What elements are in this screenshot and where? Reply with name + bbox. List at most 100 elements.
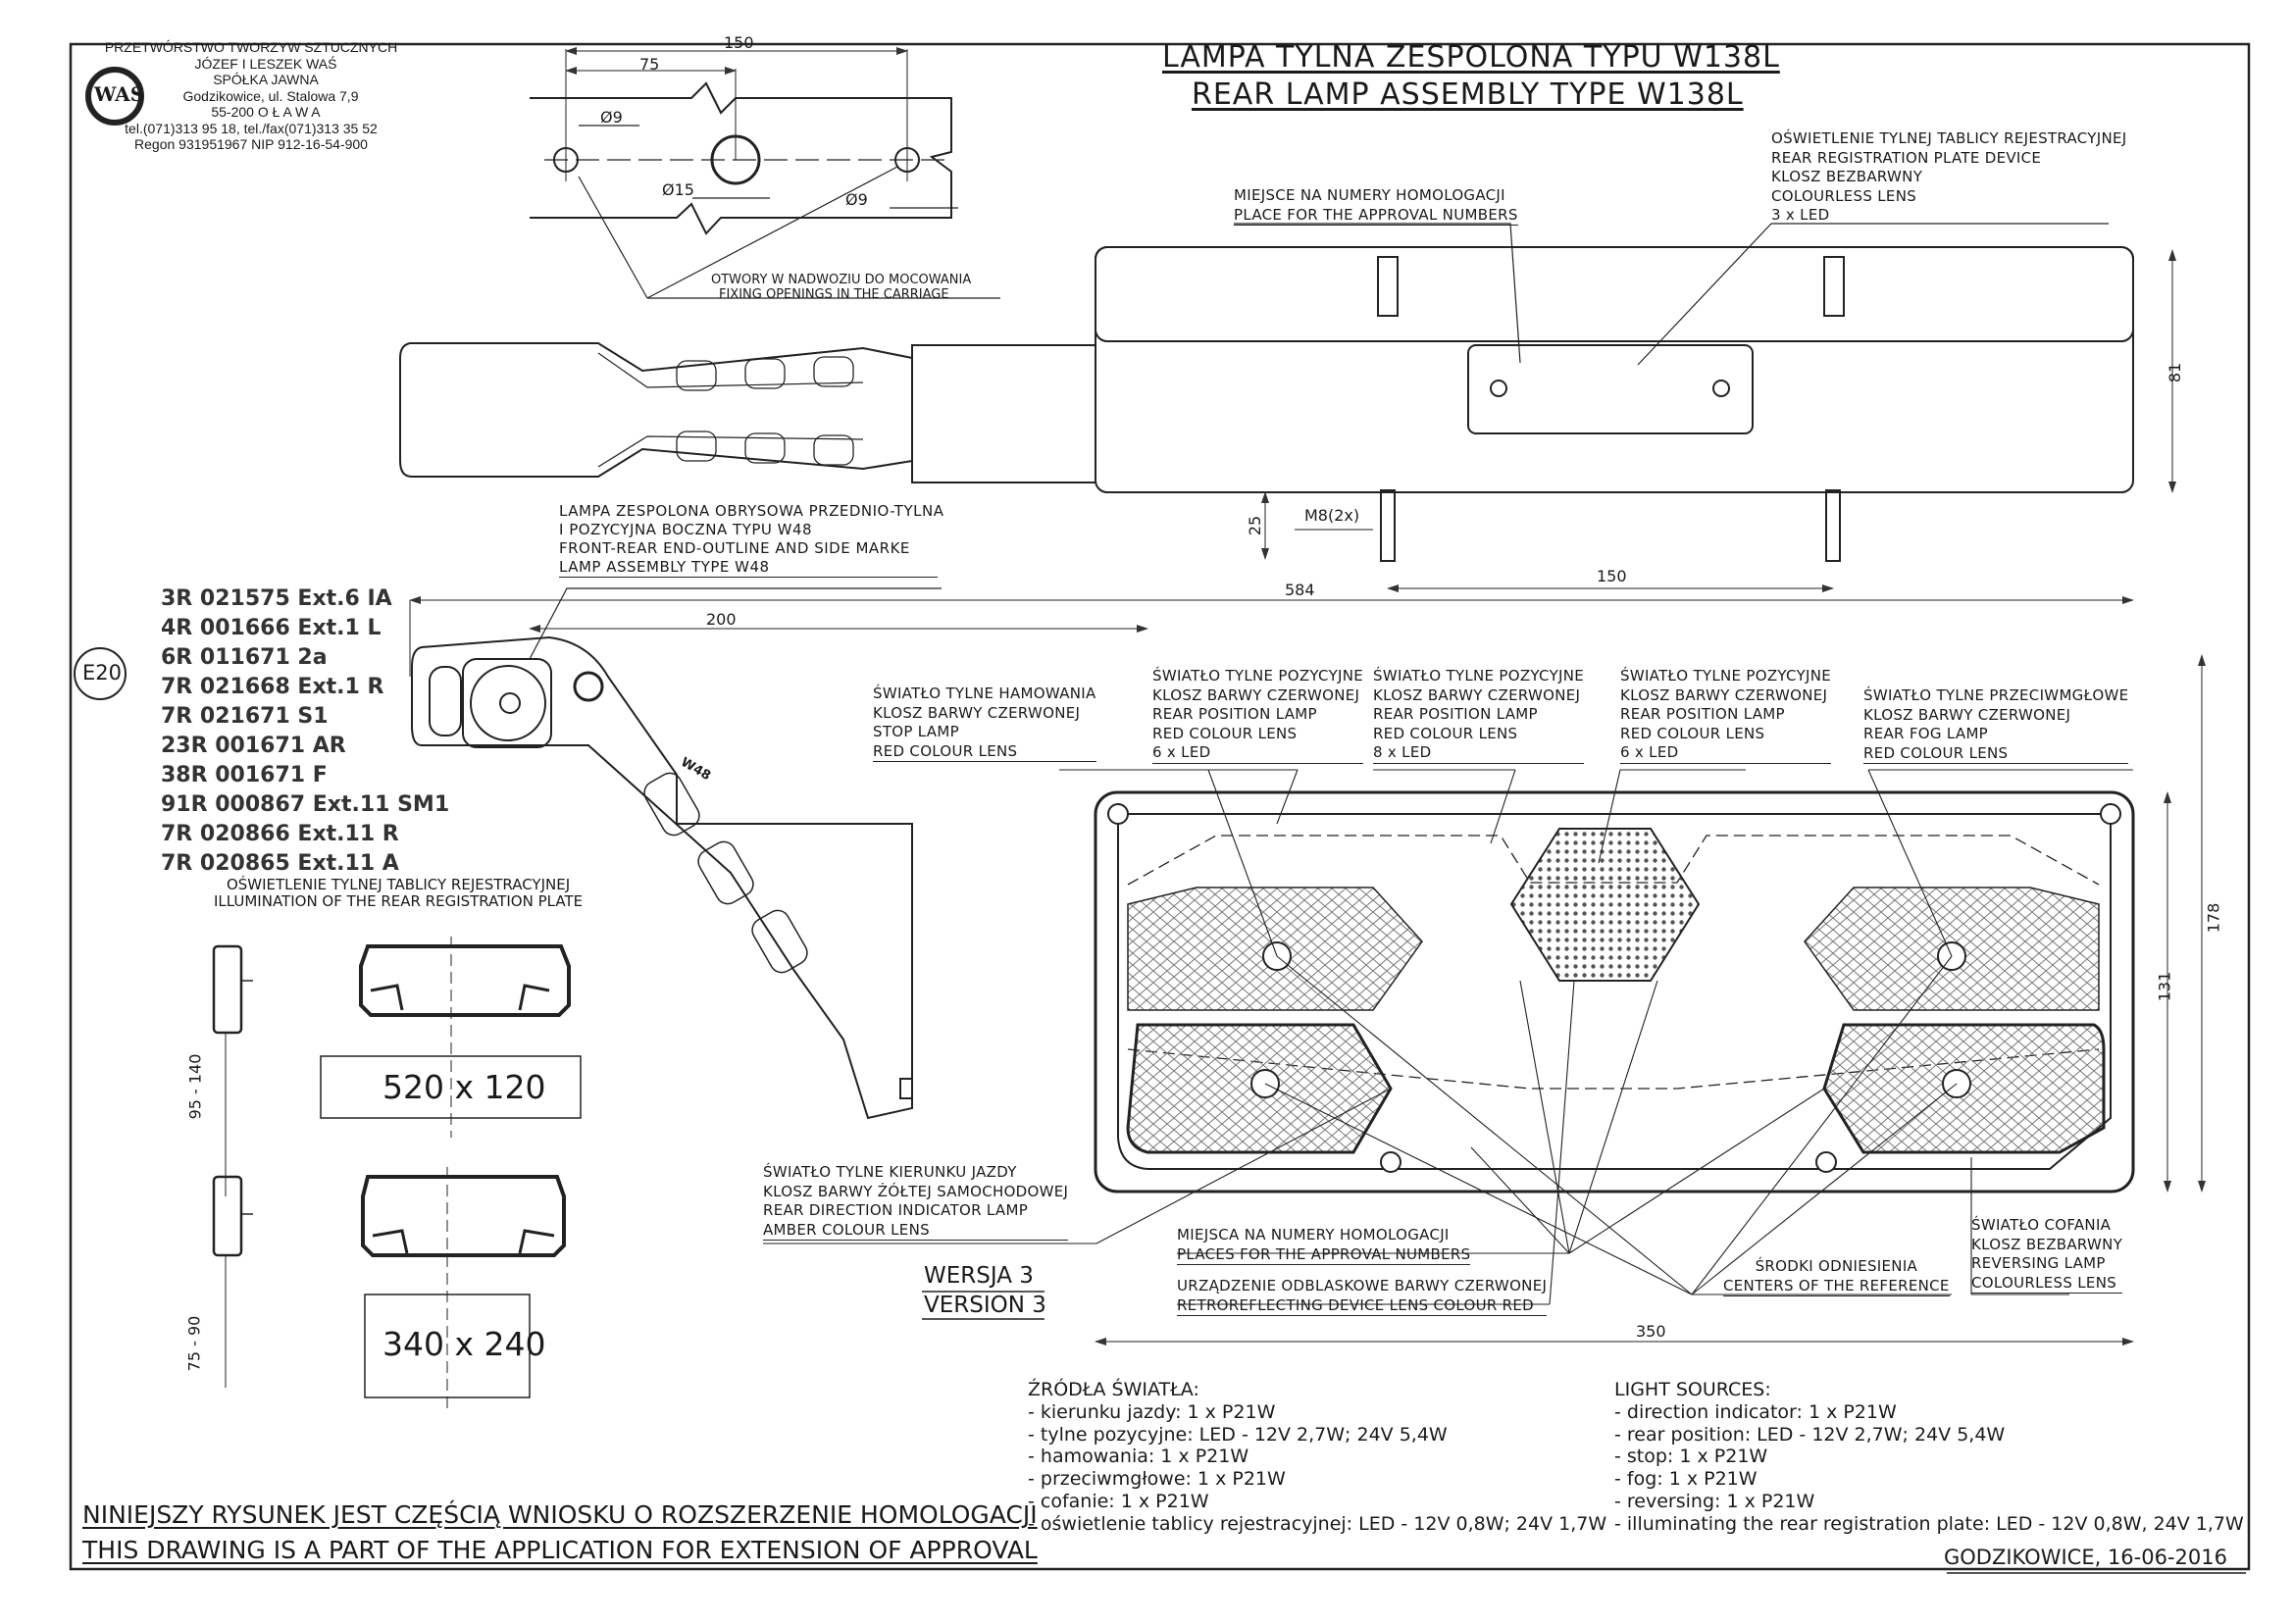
company-logo bbox=[85, 67, 144, 126]
mount-height-range-2: 75 - 90 bbox=[184, 1315, 204, 1372]
e20-approval-mark: E20 bbox=[82, 661, 122, 685]
hole-diameter-center: Ø15 bbox=[662, 180, 694, 199]
company-line: tel.(071)313 95 18, tel./fax(071)313 35 … bbox=[125, 120, 378, 136]
title-pl: LAMPA TYLNA ZESPOLONA TYPU W138L bbox=[1162, 40, 1780, 75]
label-line: REAR POSITION LAMP bbox=[1373, 705, 1538, 723]
label-line: KLOSZ BARWY CZERWONEJ bbox=[1620, 685, 1828, 704]
label-line: ŚWIATŁO TYLNE POZYCYJNE bbox=[1152, 667, 1364, 685]
source-item: - illuminating the rear registration pla… bbox=[1614, 1512, 2244, 1535]
dim-front-width: 350 bbox=[1636, 1322, 1666, 1341]
source-item: - reversing: 1 x P21W bbox=[1614, 1490, 1815, 1512]
fixing-holes-diagram bbox=[530, 47, 1000, 299]
hole-diameter-right: Ø9 bbox=[845, 190, 868, 209]
approval-number: 6R 011671 2a bbox=[161, 645, 328, 670]
stop-lamp-label: ŚWIATŁO TYLNE HAMOWANIA KLOSZ BARWY CZER… bbox=[873, 685, 1096, 762]
label-line: REAR POSITION LAMP bbox=[1620, 705, 1785, 723]
company-line: SPÓŁKA JAWNA bbox=[213, 72, 319, 87]
dim-arm-length: 200 bbox=[706, 610, 737, 629]
label-line: CENTERS OF THE REFERENCE bbox=[1723, 1277, 1950, 1296]
approval-number-list: 3R 021575 Ext.6 IA 4R 001666 Ext.1 L 6R … bbox=[161, 584, 449, 879]
label-line: KLOSZ BARWY CZERWONEJ bbox=[1863, 705, 2071, 724]
front-view-lamp bbox=[763, 769, 2135, 1305]
rear-position-lamp-label-1: ŚWIATŁO TYLNE POZYCYJNE KLOSZ BARWY CZER… bbox=[1152, 667, 1364, 764]
dim-bolt-length: 25 bbox=[1246, 515, 1265, 536]
label-line: RED COLOUR LENS bbox=[873, 742, 1096, 762]
dim-top-height: 81 bbox=[2166, 362, 2185, 383]
label-line: REAR REGISTRATION PLATE DEVICE bbox=[1771, 148, 2042, 167]
retroreflector-label: URZĄDZENIE ODBLASKOWE BARWY CZERWONEJ RE… bbox=[1177, 1277, 1548, 1316]
label-line: REVERSING LAMP bbox=[1971, 1254, 2106, 1272]
source-item: - fog: 1 x P21W bbox=[1614, 1468, 1758, 1491]
label-line: 3 x LED bbox=[1771, 206, 1830, 224]
label-line: 6 x LED bbox=[1152, 743, 1364, 764]
footer-note-pl: NINIEJSZY RYSUNEK JEST CZĘŚCIĄ WNIOSKU O… bbox=[82, 1500, 1038, 1529]
label-line: ŚWIATŁO TYLNE KIERUNKU JAZDY bbox=[763, 1163, 1017, 1181]
approval-number: 3R 021575 Ext.6 IA bbox=[161, 586, 392, 611]
label-line: KLOSZ BEZBARWNY bbox=[1771, 168, 1923, 185]
company-line: Godzikowice, ul. Stalowa 7,9 bbox=[182, 87, 359, 104]
label-line: REAR POSITION LAMP bbox=[1152, 705, 1317, 723]
sheet-border bbox=[69, 42, 2251, 1571]
label-line: COLOURLESS LENS bbox=[1771, 186, 1917, 205]
light-sources-en: LIGHT SOURCES: - direction indicator: 1 … bbox=[1614, 1379, 2244, 1536]
rear-position-lamp-label-3: ŚWIATŁO TYLNE POZYCYJNE KLOSZ BARWY CZER… bbox=[1620, 667, 1832, 764]
title-en: REAR LAMP ASSEMBLY TYPE W138L bbox=[1192, 77, 1744, 112]
company-line: Regon 931951967 NIP 912-16-54-900 bbox=[134, 136, 368, 152]
label-line: AMBER COLOUR LENS bbox=[763, 1221, 1069, 1241]
mount-height-range-1: 95 - 140 bbox=[185, 1053, 205, 1120]
source-item: - hamowania: 1 x P21W bbox=[1028, 1446, 1249, 1468]
direction-indicator-label: ŚWIATŁO TYLNE KIERUNKU JAZDY KLOSZ BARWY… bbox=[763, 1163, 1069, 1241]
label-line: URZĄDZENIE ODBLASKOWE BARWY CZERWONEJ bbox=[1177, 1277, 1548, 1294]
label-line: COLOURLESS LENS bbox=[1971, 1274, 2123, 1294]
plate-illumination-views bbox=[212, 937, 582, 1412]
dim-front-inner-height: 131 bbox=[2155, 971, 2174, 1002]
approval-number: 7R 021668 Ext.1 R bbox=[161, 675, 384, 699]
company-info: PRZETWÓRSTWO TWORZYW SZTUCZNYCH JÓZEF I … bbox=[84, 39, 418, 153]
label-line: ŚWIATŁO TYLNE HAMOWANIA bbox=[873, 685, 1096, 702]
approval-number: 38R 001671 F bbox=[161, 763, 328, 787]
label-line: PLACE FOR THE APPROVAL NUMBERS bbox=[1234, 206, 1518, 226]
sources-heading: ŹRÓDŁA ŚWIATŁA: bbox=[1028, 1379, 1199, 1400]
label-line: FRONT-REAR END-OUTLINE AND SIDE MARKE bbox=[559, 539, 910, 557]
label-line: KLOSZ BARWY CZERWONEJ bbox=[1152, 685, 1360, 704]
source-item: - stop: 1 x P21W bbox=[1614, 1446, 1768, 1468]
label-line: ŚWIATŁO TYLNE POZYCYJNE bbox=[1620, 667, 1832, 685]
label-line: ŚWIATŁO TYLNE POZYCYJNE bbox=[1373, 667, 1585, 685]
label-line: 6 x LED bbox=[1620, 743, 1832, 764]
company-line: 55-200 O Ł A W A bbox=[211, 104, 321, 120]
label-line: RETROREFLECTING DEVICE LENS COLOUR RED bbox=[1177, 1296, 1548, 1316]
reg-plate-device-label: OŚWIETLENIE TYLNEJ TABLICY REJESTRACYJNE… bbox=[1771, 129, 2127, 226]
reversing-lamp-label: ŚWIATŁO COFANIA KLOSZ BEZBARWNY REVERSIN… bbox=[1971, 1216, 2123, 1294]
place-and-date: GODZIKOWICE, 16-06-2016 bbox=[1944, 1546, 2227, 1569]
label-line: I POZYCYJNA BOCZNA TYPU W48 bbox=[559, 521, 813, 538]
label-line: FIXING OPENINGS IN THE CARRIAGE bbox=[719, 287, 949, 302]
label-line: KLOSZ BARWY CZERWONEJ bbox=[1373, 685, 1581, 704]
plate-size-2: 340 x 240 bbox=[382, 1325, 546, 1363]
approval-number: 4R 001666 Ext.1 L bbox=[161, 616, 382, 640]
source-item: - przeciwmgłowe: 1 x P21W bbox=[1028, 1468, 1286, 1491]
w48-label: LAMPA ZESPOLONA OBRYSOWA PRZEDNIO-TYLNA … bbox=[559, 502, 943, 578]
label-line: 8 x LED bbox=[1373, 743, 1585, 764]
label-line: ILLUMINATION OF THE REAR REGISTRATION PL… bbox=[214, 892, 584, 910]
version-pl: WERSJA 3 bbox=[924, 1263, 1034, 1289]
source-item: - direction indicator: 1 x P21W bbox=[1614, 1400, 1897, 1423]
dim-front-height: 178 bbox=[2204, 902, 2223, 934]
label-line: RED COLOUR LENS bbox=[1863, 744, 2129, 764]
label-line: OŚWIETLENIE TYLNEJ TABLICY REJESTRACYJNE… bbox=[1771, 129, 2127, 147]
plate-illumination-label: OŚWIETLENIE TYLNEJ TABLICY REJESTRACYJNE… bbox=[214, 877, 583, 910]
w48-side-lamp bbox=[411, 587, 942, 1120]
source-item: - rear position: LED - 12V 2,7W; 24V 5,4… bbox=[1614, 1423, 2006, 1446]
company-line: PRZETWÓRSTWO TWORZYW SZTUCZNYCH bbox=[104, 39, 398, 55]
light-sources-pl: ŹRÓDŁA ŚWIATŁA: - kierunku jazdy: 1 x P2… bbox=[1028, 1379, 1606, 1536]
label-line: MIEJSCA NA NUMERY HOMOLOGACJI bbox=[1177, 1226, 1450, 1243]
label-line: RED COLOUR LENS bbox=[1373, 724, 1518, 742]
label-line: KLOSZ BARWY ŻÓŁTEJ SAMOCHODOWEJ bbox=[763, 1182, 1069, 1200]
rear-fog-lamp-label: ŚWIATŁO TYLNE PRZECIWMGŁOWE KLOSZ BARWY … bbox=[1863, 686, 2129, 764]
e-mark-circle bbox=[74, 647, 127, 700]
sources-heading: LIGHT SOURCES: bbox=[1614, 1379, 1771, 1400]
label-line: OŚWIETLENIE TYLNEJ TABLICY REJESTRACYJNE… bbox=[226, 876, 571, 893]
version-en: VERSION 3 bbox=[924, 1293, 1046, 1318]
footer-note-en: THIS DRAWING IS A PART OF THE APPLICATIO… bbox=[82, 1536, 1038, 1564]
fixing-openings-label: OTWORY W NADWOZIU DO MOCOWANIA FIXING OP… bbox=[711, 273, 971, 302]
